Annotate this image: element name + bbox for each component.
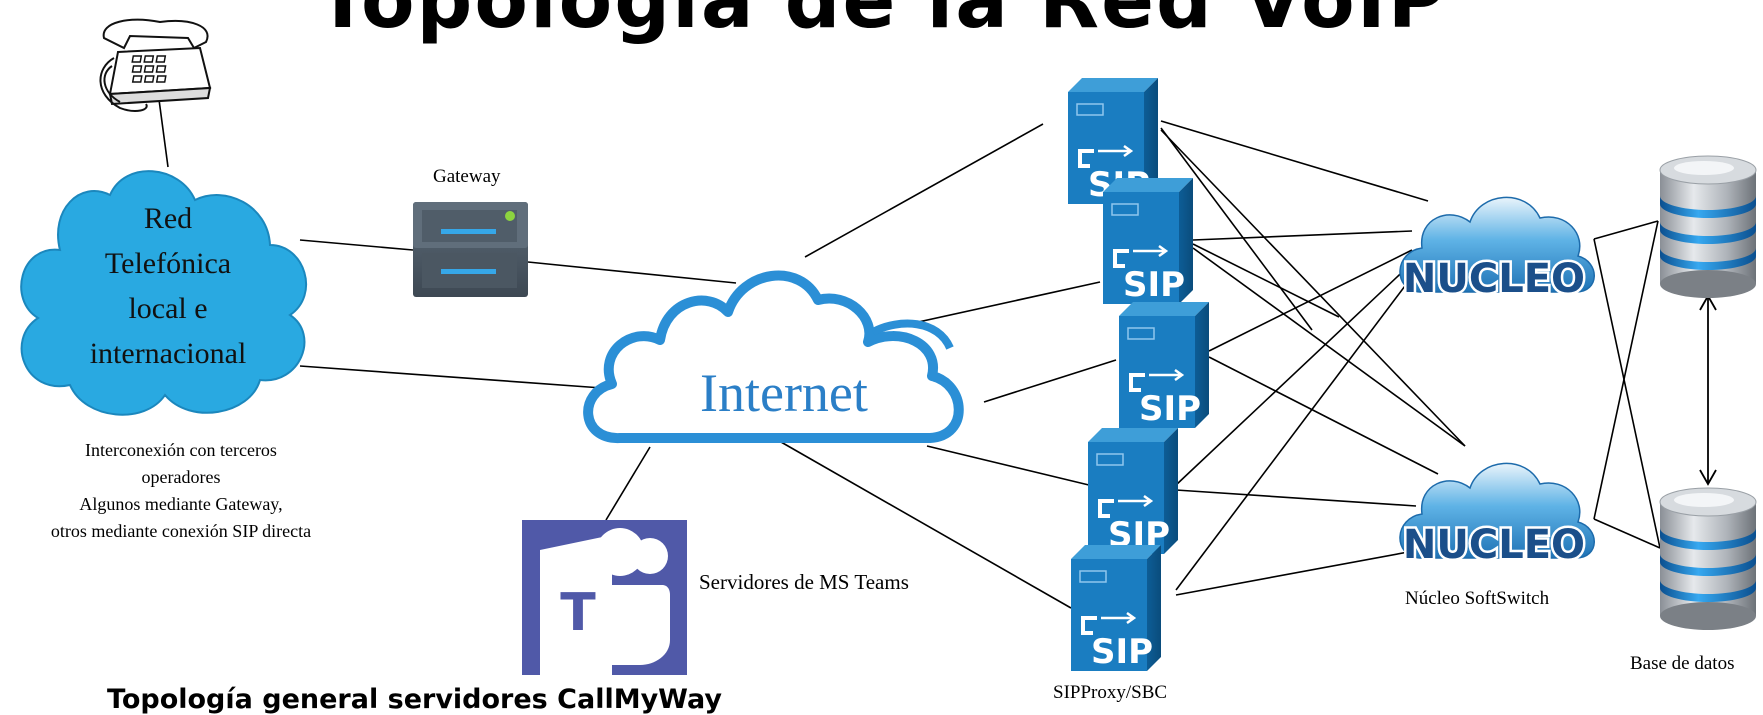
nucleo-label: Núcleo SoftSwitch [1405,588,1550,609]
nucleo-text: NUCLEO [1403,256,1585,302]
nucleo-clouds: NUCLEO NUCLEO [1399,196,1595,571]
pstn-line-2: Telefónica [104,247,232,280]
db-replication-arrow [1699,294,1717,486]
database-icon-1 [1659,155,1757,298]
sip-server-icon-3: SIP [1119,302,1209,429]
diagram-title: Topología de la Red VoIP [316,0,1447,46]
sip-text: SIP [1123,265,1185,305]
gateway-label: Gateway [433,166,501,187]
databases [1659,155,1757,630]
nucleo-text: NUCLEO [1403,522,1585,568]
caption-line-1: Interconexión con terceros [85,440,277,460]
db-label: Base de datos [1630,653,1735,674]
gateway-icon [413,202,528,297]
sip-text: SIP [1091,632,1153,672]
nucleo-cloud-icon-2: NUCLEO [1399,462,1595,571]
pstn-line-3: local e [128,292,208,325]
database-icon-2 [1659,487,1757,630]
pstn-caption: Interconexión con terceros operadores Al… [0,437,362,545]
sip-server-icon-2: SIP [1103,178,1193,305]
pstn-cloud-label: Red Telefónica local e internacional [58,196,278,376]
sip-servers: SIPSIPSIPSIPSIP [1068,78,1209,672]
caption-line-4: otros mediante conexión SIP directa [50,521,312,541]
telephone-icon [99,18,212,112]
sipproxy-label: SIPProxy/SBC [1053,682,1168,703]
pstn-line-1: Red [143,202,193,235]
caption-line-2: operadores [141,467,221,487]
sip-text: SIP [1139,389,1201,429]
pstn-cloud [20,170,307,416]
caption-line-3: Algunos mediante Gateway, [79,494,283,514]
teams-label: Servidores de MS Teams [699,570,909,594]
pstn-line-4: internacional [89,337,247,370]
ms-teams-icon: T [522,520,687,688]
internet-label: Internet [700,363,868,423]
svg-text:T: T [560,583,596,643]
nucleo-cloud-icon-1: NUCLEO [1399,196,1595,305]
internet-cloud [583,270,964,443]
sip-server-icon-5: SIP [1071,545,1161,672]
diagram-subtitle: Topología general servidores CallMyWay [107,684,722,715]
sip-server-icon-4: SIP [1088,428,1178,555]
